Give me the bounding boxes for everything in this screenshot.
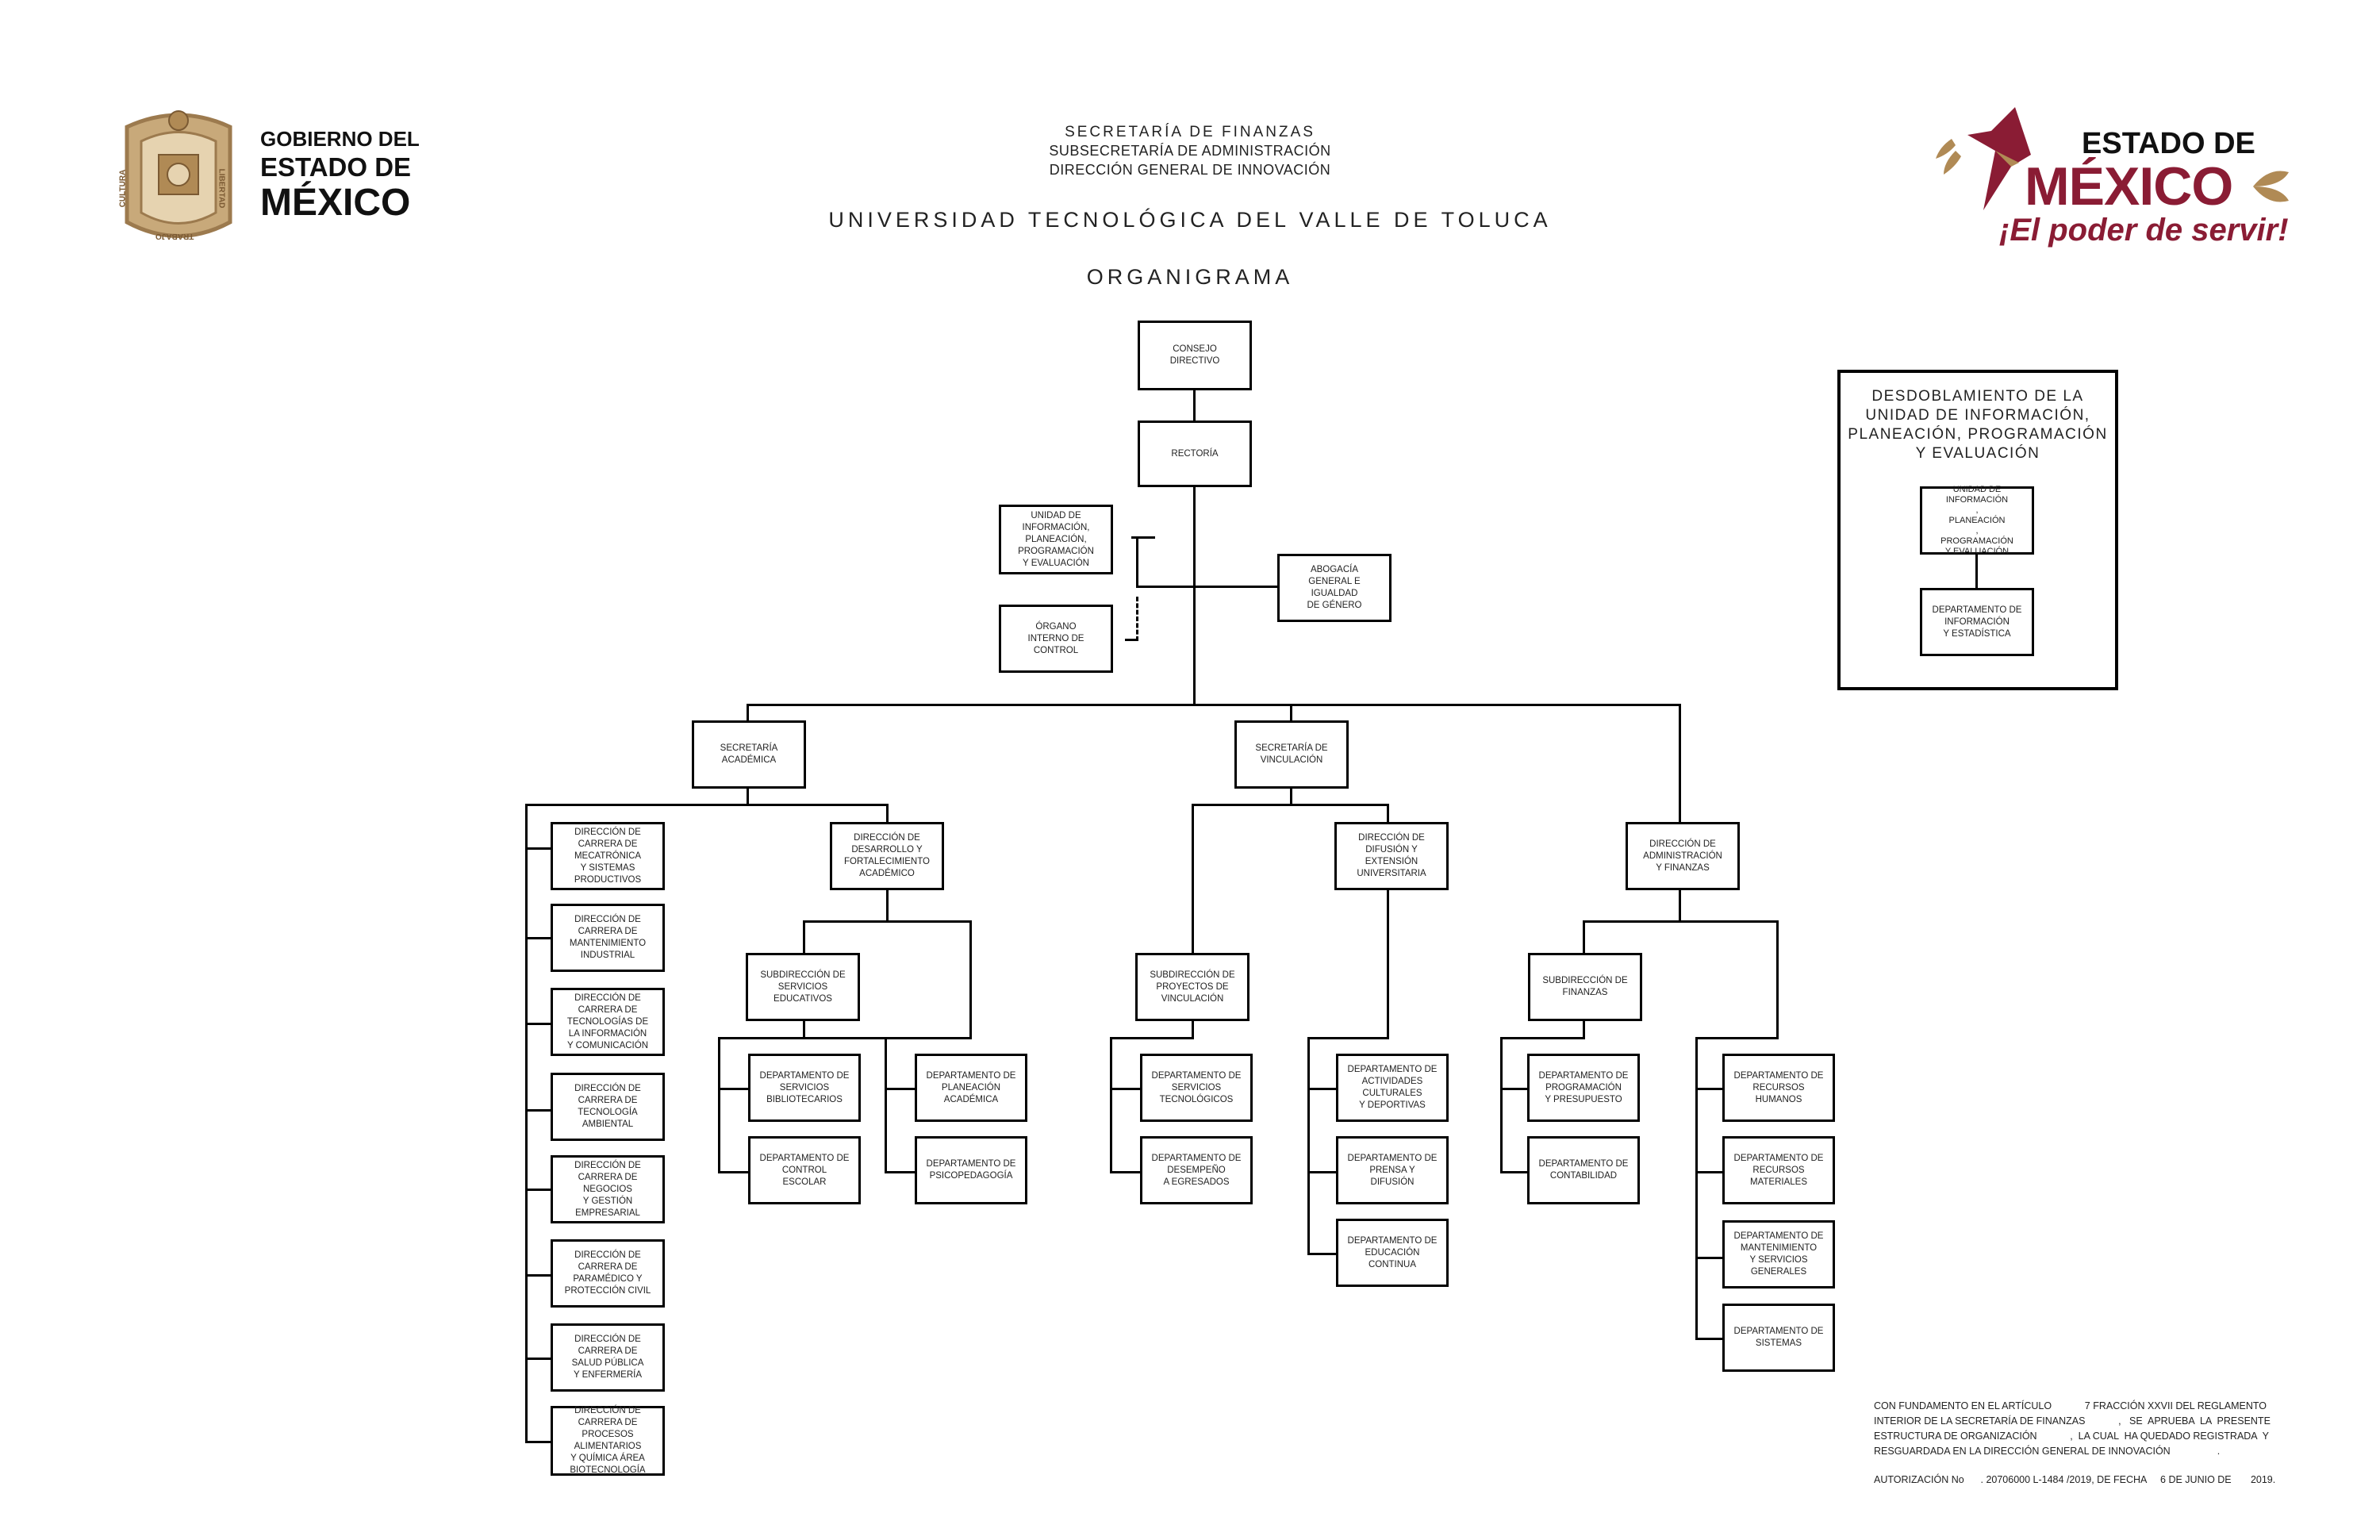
header-secretaria: SECRETARÍA DE FINANZAS xyxy=(1065,124,1315,140)
box-depto-control-escolar: DEPARTAMENTO DE CONTROL ESCOLAR xyxy=(748,1136,861,1204)
box-depto-recursos-materiales: DEPARTAMENTO DE RECURSOS MATERIALES xyxy=(1722,1136,1835,1204)
box-dc-procesos: DIRECCIÓN DE CARRERA DE PROCESOS ALIMENT… xyxy=(551,1406,665,1476)
side-panel-desdoblamiento xyxy=(1837,370,2118,690)
box-sub-finanzas: SUBDIRECCIÓN DE FINANZAS xyxy=(1528,953,1642,1021)
box-depto-servicios-tecnologicos: DEPARTAMENTO DE SERVICIOS TECNOLÓGICOS xyxy=(1140,1054,1253,1122)
box-sub-proyectos-vinculacion: SUBDIRECCIÓN DE PROYECTOS DE VINCULACIÓN xyxy=(1135,953,1250,1021)
box-dc-mecatronica: DIRECCIÓN DE CARRERA DE MECATRÓNICA Y SI… xyxy=(551,822,665,890)
gov-line3: MÉXICO xyxy=(260,182,411,224)
box-depto-programacion: DEPARTAMENTO DE PROGRAMACIÓN Y PRESUPUES… xyxy=(1527,1054,1640,1122)
box-depto-psicopedagogia: DEPARTAMENTO DE PSICOPEDAGOGÍA xyxy=(915,1136,1027,1204)
university-name: UNIVERSIDAD TECNOLÓGICA DEL VALLE DE TOL… xyxy=(828,208,1552,232)
gov-line2: ESTADO DE xyxy=(260,152,412,182)
box-rectoria: RECTORÍA xyxy=(1138,421,1252,487)
box-depto-educacion-continua: DEPARTAMENTO DE EDUCACIÓN CONTINUA xyxy=(1336,1219,1449,1287)
box-sub-servicios-educativos: SUBDIRECCIÓN DE SERVICIOS EDUCATIVOS xyxy=(746,953,860,1021)
footer-legal-line2: INTERIOR DE LA SECRETARÍA DE FINANZAS , … xyxy=(1874,1415,2271,1427)
box-dc-paramedico: DIRECCIÓN DE CARRERA DE PARAMÉDICO Y PRO… xyxy=(551,1239,665,1308)
box-secretaria-vinculacion: SECRETARÍA DE VINCULACIÓN xyxy=(1234,720,1349,789)
box-uippe: UNIDAD DE INFORMACIÓN, PLANEACIÓN, PROGR… xyxy=(999,505,1113,574)
box-depto-recursos-humanos: DEPARTAMENTO DE RECURSOS HUMANOS xyxy=(1722,1054,1835,1122)
box-dir-difusion: DIRECCIÓN DE DIFUSIÓN Y EXTENSIÓN UNIVER… xyxy=(1334,822,1449,890)
box-depto-prensa: DEPARTAMENTO DE PRENSA Y DIFUSIÓN xyxy=(1336,1136,1449,1204)
box-dc-salud: DIRECCIÓN DE CARRERA DE SALUD PÚBLICA Y … xyxy=(551,1323,665,1392)
box-secretaria-academica: SECRETARÍA ACADÉMICA xyxy=(692,720,806,789)
box-dc-negocios: DIRECCIÓN DE CARRERA DE NEGOCIOS Y GESTI… xyxy=(551,1155,665,1223)
footer-legal-line4: RESGUARDADA EN LA DIRECCIÓN GENERAL DE I… xyxy=(1874,1446,2221,1457)
box-depto-egresados: DEPARTAMENTO DE DESEMPEÑO A EGRESADOS xyxy=(1140,1136,1253,1204)
leaf-icon xyxy=(2253,171,2289,202)
side-panel-title: DESDOBLAMIENTO DE LA UNIDAD DE INFORMACI… xyxy=(1848,388,2108,462)
box-depto-actividades: DEPARTAMENTO DE ACTIVIDADES CULTURALES Y… xyxy=(1336,1054,1449,1122)
seal-word-left: CULTURA xyxy=(118,169,128,208)
seal-word-bottom: TRABAJO xyxy=(155,232,194,240)
box-depto-bibliotecarios: DEPARTAMENTO DE SERVICIOS BIBLIOTECARIOS xyxy=(748,1054,861,1122)
state-seal-icon xyxy=(125,110,232,238)
edo-line2: MÉXICO xyxy=(2025,156,2233,217)
box-direccion-administracion: DIRECCIÓN DE ADMINISTRACIÓN Y FINANZAS xyxy=(1626,822,1740,890)
box-consejo-directivo: CONSEJO DIRECTIVO xyxy=(1138,321,1252,390)
box-dir-desarrollo: DIRECCIÓN DE DESARROLLO Y FORTALECIMIENT… xyxy=(830,822,944,890)
box-panel-informacion-estadistica: DEPARTAMENTO DE INFORMACIÓN Y ESTADÍSTIC… xyxy=(1920,588,2034,656)
box-organo-interno: ÓRGANO INTERNO DE CONTROL xyxy=(999,605,1113,673)
gov-line1: GOBIERNO DEL xyxy=(260,127,420,151)
box-abogacia: ABOGACÍA GENERAL E IGUALDAD DE GÉNERO xyxy=(1277,554,1392,622)
edo-slogan: ¡El poder de servir! xyxy=(1999,213,2289,248)
footer-legal-line1: CON FUNDAMENTO EN EL ARTÍCULO 7 FRACCIÓN… xyxy=(1874,1400,2267,1411)
hummingbird-icon xyxy=(1936,107,2031,210)
box-dc-ambiental: DIRECCIÓN DE CARRERA DE TECNOLOGÍA AMBIE… xyxy=(551,1073,665,1141)
header-direccion: DIRECCIÓN GENERAL DE INNOVACIÓN xyxy=(1049,162,1331,178)
box-dc-mantenimiento: DIRECCIÓN DE CARRERA DE MANTENIMIENTO IN… xyxy=(551,904,665,972)
footer-legal-line3: ESTRUCTURA DE ORGANIZACIÓN , LA CUAL HA … xyxy=(1874,1431,2270,1442)
seal-word-right: LIBERTAD xyxy=(217,168,226,209)
box-depto-sistemas: DEPARTAMENTO DE SISTEMAS xyxy=(1722,1304,1835,1372)
box-depto-contabilidad: DEPARTAMENTO DE CONTABILIDAD xyxy=(1527,1136,1640,1204)
edo-line1: ESTADO DE xyxy=(2082,127,2255,160)
box-panel-uippe: UNIDAD DE INFORMACIÓN , PLANEACIÓN , PRO… xyxy=(1920,485,2034,556)
page-title: ORGANIGRAMA xyxy=(1086,265,1294,289)
box-depto-planeacion-academica: DEPARTAMENTO DE PLANEACIÓN ACADÉMICA xyxy=(915,1054,1027,1122)
header-subsecretaria: SUBSECRETARÍA DE ADMINISTRACIÓN xyxy=(1049,143,1331,159)
box-dc-tic: DIRECCIÓN DE CARRERA DE TECNOLOGÍAS DE L… xyxy=(551,988,665,1056)
box-depto-mantenimiento: DEPARTAMENTO DE MANTENIMIENTO Y SERVICIO… xyxy=(1722,1220,1835,1288)
footer-authorization: AUTORIZACIÓN No . 20706000 L-1484 /2019,… xyxy=(1874,1474,2276,1485)
